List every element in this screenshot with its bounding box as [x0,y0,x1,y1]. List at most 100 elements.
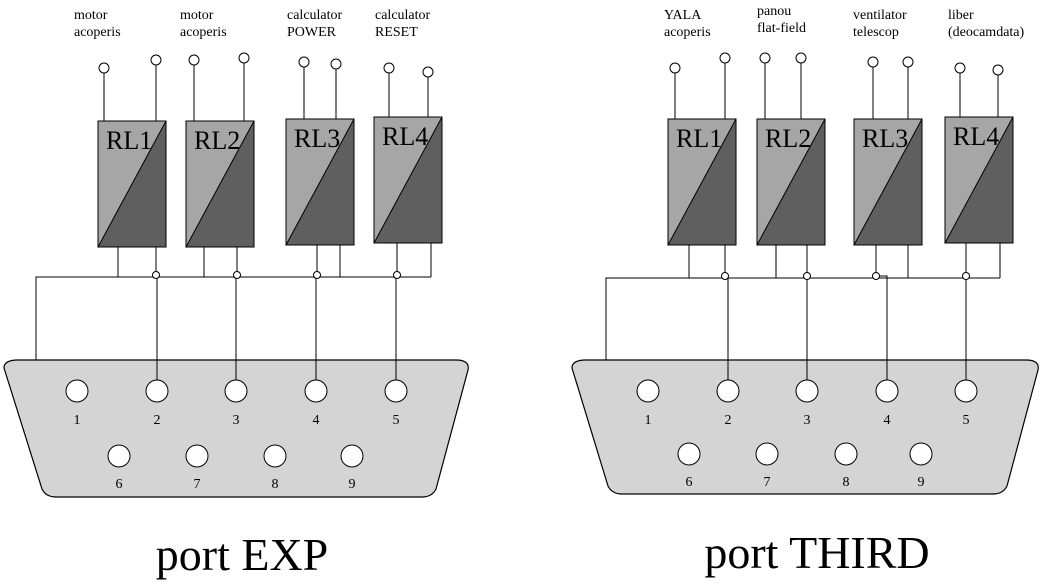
pin-number: 2 [154,413,161,428]
pin-number: 7 [764,475,771,490]
pin-number: 3 [233,413,240,428]
terminal-icon [759,52,771,64]
terminal-icon [795,52,807,64]
relay-label-line: motor [74,8,108,23]
terminal-icon [954,62,966,74]
pin-7 [185,444,209,468]
pin-6 [107,444,131,468]
pin-number: 9 [918,475,925,490]
relay-name: RL3 [862,124,908,153]
pin-number: 8 [843,475,850,490]
pin-7 [755,442,779,466]
pin-number: 5 [393,413,400,428]
relay-rl4: liber(deocamdata)RL4 [944,8,1025,380]
pin-4 [875,379,899,403]
wire-crossing-icon [393,271,401,279]
wire-crossing-icon [803,272,811,280]
pin-number: 1 [74,413,81,428]
terminal-icon [992,64,1004,76]
terminal-icon [150,54,162,66]
pin-number: 9 [349,477,356,492]
pin-1 [65,379,89,403]
relay-label-line: ventilator [853,8,907,23]
pin-number: 7 [194,477,201,492]
relay-label-line: motor [180,8,214,23]
relay-body-shade [667,118,737,246]
relay-name: RL2 [194,126,240,155]
wire-crossing-icon [962,272,970,280]
relay-label-line: calculator [375,8,431,23]
relay-label-line: acoperis [664,25,711,40]
pin-8 [834,442,858,466]
pin-number: 1 [645,413,652,428]
common-bus-wire [35,276,431,360]
pin-3 [224,379,248,403]
pin-number: 6 [686,475,693,490]
relay-label-line: flat-field [757,21,806,36]
pin-6 [677,442,701,466]
pin-5 [954,379,978,403]
relay-name: RL2 [765,124,811,153]
relay-body-shade [756,118,826,246]
relay-label-line: panou [757,4,791,19]
relay-label-line: telescop [853,25,899,40]
relay-body-shade [373,116,443,244]
relay-label-line: calculator [287,8,343,23]
terminal-icon [238,52,250,64]
pin-3 [795,379,819,403]
signal-wire [875,245,888,380]
relay-name: RL4 [953,122,999,151]
relay-label-line: RESET [375,25,418,40]
pin-2 [145,379,169,403]
pin-number: 4 [884,413,891,428]
pin-9 [340,444,364,468]
terminal-icon [298,56,310,68]
relay-body-shade [97,120,167,248]
relay-body-shade [944,116,1014,244]
relay-label-line: acoperis [180,25,227,40]
relay-label-line: POWER [287,25,337,40]
pin-number: 4 [313,413,320,428]
terminal-icon [719,52,731,64]
relay-label-line: YALA [664,8,702,23]
relay-label-line: acoperis [74,25,121,40]
wire-crossing-icon [233,271,241,279]
relay-name: RL1 [676,124,722,153]
relay-body-shade [185,120,255,248]
terminal-icon [330,58,342,70]
relay-body-shade [853,118,923,246]
pin-4 [304,379,328,403]
wire-crossing-icon [152,271,160,279]
pin-number: 6 [116,477,123,492]
relay-body-shade [285,118,355,246]
terminal-icon [867,56,879,68]
pin-9 [909,442,933,466]
port-title: port EXP [156,529,329,580]
wire-crossing-icon [313,271,321,279]
wire-crossing-icon [721,272,729,280]
pin-number: 3 [804,413,811,428]
terminal-icon [422,66,434,78]
terminal-icon [669,62,681,74]
common-bus-wire [605,277,1000,360]
pin-1 [636,379,660,403]
pin-number: 5 [963,413,970,428]
pin-number: 2 [725,413,732,428]
relay-label-line: (deocamdata) [948,25,1025,40]
port-title: port THIRD [704,527,929,578]
pin-5 [384,379,408,403]
relay-name: RL4 [382,122,428,151]
terminal-icon [383,62,395,74]
terminal-icon [188,54,200,66]
pin-8 [263,444,287,468]
terminal-icon [902,56,914,68]
